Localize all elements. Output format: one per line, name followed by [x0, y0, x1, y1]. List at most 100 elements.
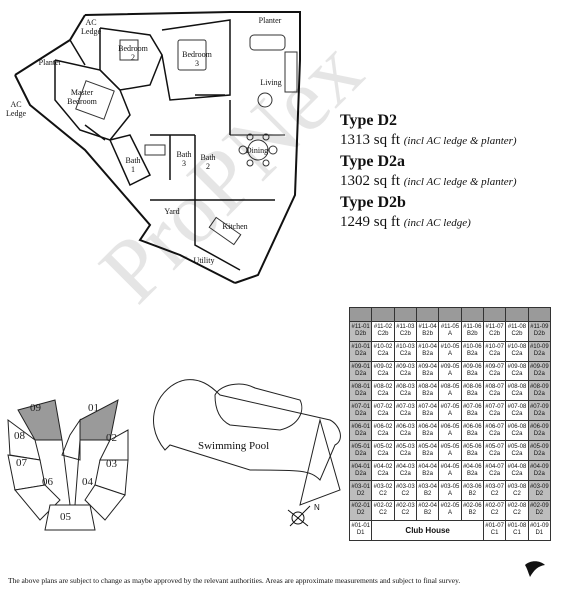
- table-row: #08-01 D2a#08-02 C2a#08-03 C2a#08-04 B2a…: [348, 380, 552, 402]
- north-label: N: [314, 503, 320, 512]
- table-cell: #05-03 C2a: [393, 440, 417, 462]
- unit-stack-body: #11-01 D2b#11-02 C2b#11-03 C2b#11-04 B2b…: [348, 307, 552, 542]
- table-cell: #08-05 A: [438, 380, 462, 402]
- table-cell: #02-01 D2: [348, 500, 373, 521]
- key-unit-03: 03: [106, 458, 117, 470]
- table-cell: #08-06 B2a: [460, 380, 484, 402]
- table-cell: #07-09 D2a: [527, 400, 552, 422]
- unit-type-size: 1302 sq ft: [340, 173, 400, 189]
- table-cell: #01-09 D1: [527, 519, 552, 542]
- table-cell: #02-08 C2: [505, 500, 529, 521]
- table-header-cell: [482, 307, 507, 322]
- key-unit-05: 05: [60, 511, 71, 523]
- table-cell: #06-06 B2a: [460, 420, 484, 442]
- north-arrow-icon: [287, 505, 311, 527]
- table-cell: #06-04 B2a: [415, 420, 440, 442]
- table-cell: #03-02 C2: [371, 480, 395, 501]
- table-cell: #03-08 C2: [505, 480, 529, 501]
- table-cell: #05-05 A: [438, 440, 462, 462]
- table-cell: #06-07 C2a: [482, 420, 507, 442]
- label-kitchen: Kitchen: [222, 222, 248, 231]
- table-cell: #05-02 C2a: [371, 440, 395, 462]
- table-row: #05-01 D2a#05-02 C2a#05-03 C2a#05-04 B2a…: [348, 440, 552, 462]
- floor-plan-furniture: [75, 34, 298, 246]
- table-cell: #11-09 D2b: [527, 320, 552, 342]
- table-cell: #05-06 B2a: [460, 440, 484, 462]
- table-cell: #05-08 C2a: [505, 440, 529, 462]
- table-cell: #01-01 D1: [348, 519, 373, 542]
- table-cell: #11-02 C2b: [371, 320, 395, 342]
- unit-type-note: (incl AC ledge): [403, 217, 471, 229]
- table-cell: #04-08 C2a: [505, 460, 529, 482]
- label-bedroom-3: Bedroom 3: [182, 50, 212, 68]
- label-yard: Yard: [164, 207, 180, 216]
- table-cell: #11-04 B2b: [415, 320, 440, 342]
- table-cell: #10-03 C2a: [393, 340, 417, 362]
- table-cell: #11-06 B2b: [460, 320, 484, 342]
- label-living: Living: [260, 78, 282, 87]
- label-master-bedroom: Master Bedroom: [67, 88, 97, 106]
- table-cell: #08-07 C2a: [482, 380, 507, 402]
- table-cell: #04-02 C2a: [371, 460, 395, 482]
- unit-type-size: 1313 sq ft: [340, 132, 400, 148]
- table-cell: #06-09 D2a: [527, 420, 552, 442]
- unit-stack-table: #11-01 D2b#11-02 C2b#11-03 C2b#11-04 B2b…: [348, 307, 552, 542]
- table-cell: #09-04 B2a: [415, 360, 440, 382]
- table-cell: #11-08 C2b: [505, 320, 529, 342]
- table-cell: #04-06 B2a: [460, 460, 484, 482]
- table-cell: #04-05 A: [438, 460, 462, 482]
- swimming-pool-label: Swimming Pool: [198, 440, 270, 452]
- table-cell: #11-03 C2b: [393, 320, 417, 342]
- table-cell: #06-08 C2a: [505, 420, 529, 442]
- table-cell: #08-01 D2a: [348, 380, 373, 402]
- table-header-cell: [438, 307, 462, 322]
- table-row: #09-01 D2a#09-02 C2a#09-03 C2a#09-04 B2a…: [348, 360, 552, 382]
- table-header-cell: [393, 307, 417, 322]
- key-unit-08: 08: [14, 430, 25, 442]
- table-cell: #02-09 D2: [527, 500, 552, 521]
- table-cell: #06-02 C2a: [371, 420, 395, 442]
- key-unit-06: 06: [42, 476, 53, 488]
- table-cell: #04-04 B2a: [415, 460, 440, 482]
- table-cell: #07-05 A: [438, 400, 462, 422]
- unit-type-title: Type D2b: [340, 194, 406, 211]
- table-cell: #04-01 D2a: [348, 460, 373, 482]
- table-cell: #07-07 C2a: [482, 400, 507, 422]
- key-unit-02: 02: [106, 432, 117, 444]
- table-cell: #11-01 D2b: [348, 320, 373, 342]
- table-cell: #09-02 C2a: [371, 360, 395, 382]
- table-header-cell: [460, 307, 484, 322]
- label-dining: Dining: [245, 146, 269, 155]
- label-planter-top: Planter: [258, 16, 282, 25]
- table-cell: #10-07 C2a: [482, 340, 507, 362]
- table-row: #06-01 D2a#06-02 C2a#06-03 C2a#06-04 B2a…: [348, 420, 552, 442]
- label-bath-1: Bath 1: [125, 156, 141, 174]
- table-row: #11-01 D2b#11-02 C2b#11-03 C2b#11-04 B2b…: [348, 320, 552, 342]
- table-cell: #09-01 D2a: [348, 360, 373, 382]
- unit-type-d2b: Type D2b 1249 sq ft (incl AC ledge): [340, 194, 555, 233]
- table-cell: #07-02 C2a: [371, 400, 395, 422]
- table-cell: #06-03 C2a: [393, 420, 417, 442]
- unit-type-note: (incl AC ledge & planter): [403, 135, 517, 147]
- site-plan-outline: [153, 379, 341, 506]
- table-cell: #07-01 D2a: [348, 400, 373, 422]
- table-cell: #08-08 C2a: [505, 380, 529, 402]
- table-cell: #01-07 C1: [482, 519, 507, 542]
- table-cell: #02-03 C2: [393, 500, 417, 521]
- table-header-cell: [371, 307, 395, 322]
- table-cell: #03-05 A: [438, 480, 462, 501]
- key-unit-04: 04: [82, 476, 93, 488]
- label-bath-3: Bath 3: [176, 150, 192, 168]
- table-cell: #11-05 A: [438, 320, 462, 342]
- table-cell: #05-01 D2a: [348, 440, 373, 462]
- table-header-cell: [505, 307, 529, 322]
- table-cell: #08-02 C2a: [371, 380, 395, 402]
- table-cell: #06-05 A: [438, 420, 462, 442]
- table-cell: #02-05 A: [438, 500, 462, 521]
- table-cell: #08-04 B2a: [415, 380, 440, 402]
- table-cell: #10-09 D2a: [527, 340, 552, 362]
- table-cell: #08-03 C2a: [393, 380, 417, 402]
- table-cell: #07-08 C2a: [505, 400, 529, 422]
- table-cell: #10-04 B2a: [415, 340, 440, 362]
